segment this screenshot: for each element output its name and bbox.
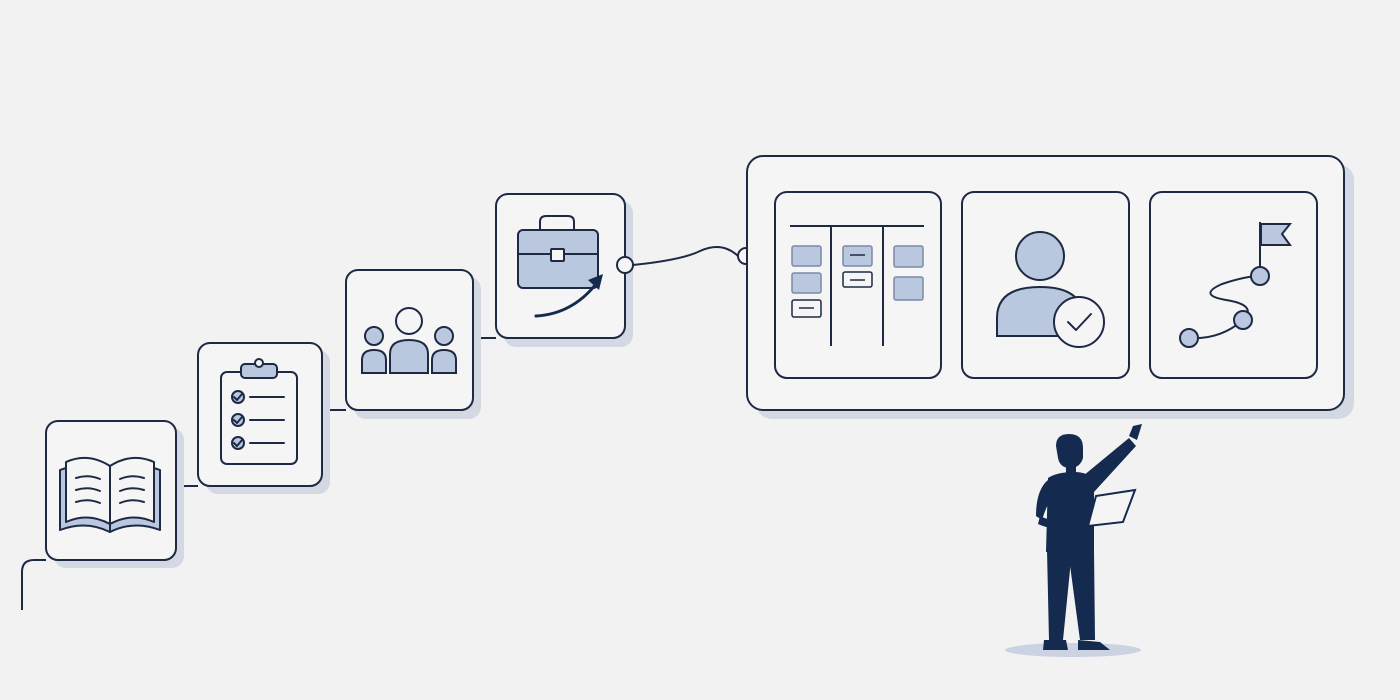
briefcase-growth-icon <box>517 215 603 318</box>
panel-connector <box>632 246 739 266</box>
panel-card-kanban <box>774 191 942 379</box>
clipboard-checklist-icon <box>220 358 298 465</box>
verified-user-icon <box>996 231 1105 348</box>
step-card-clipboard <box>197 342 330 494</box>
step-card-team <box>345 269 481 419</box>
panel-card-user <box>961 191 1130 379</box>
step-card-briefcase <box>495 193 633 347</box>
main-panel <box>746 155 1354 419</box>
open-book-icon <box>59 456 161 533</box>
tablet <box>1086 488 1137 528</box>
step-card-book <box>45 420 184 568</box>
ground-shadow <box>1005 643 1141 657</box>
presenter-figure <box>1005 424 1142 657</box>
connector-node-start <box>616 256 634 274</box>
team-group-icon <box>361 307 457 374</box>
panel-card-roadmap <box>1149 191 1318 379</box>
roadmap-flag-icon <box>1179 222 1293 348</box>
kanban-board-icon <box>790 225 924 346</box>
